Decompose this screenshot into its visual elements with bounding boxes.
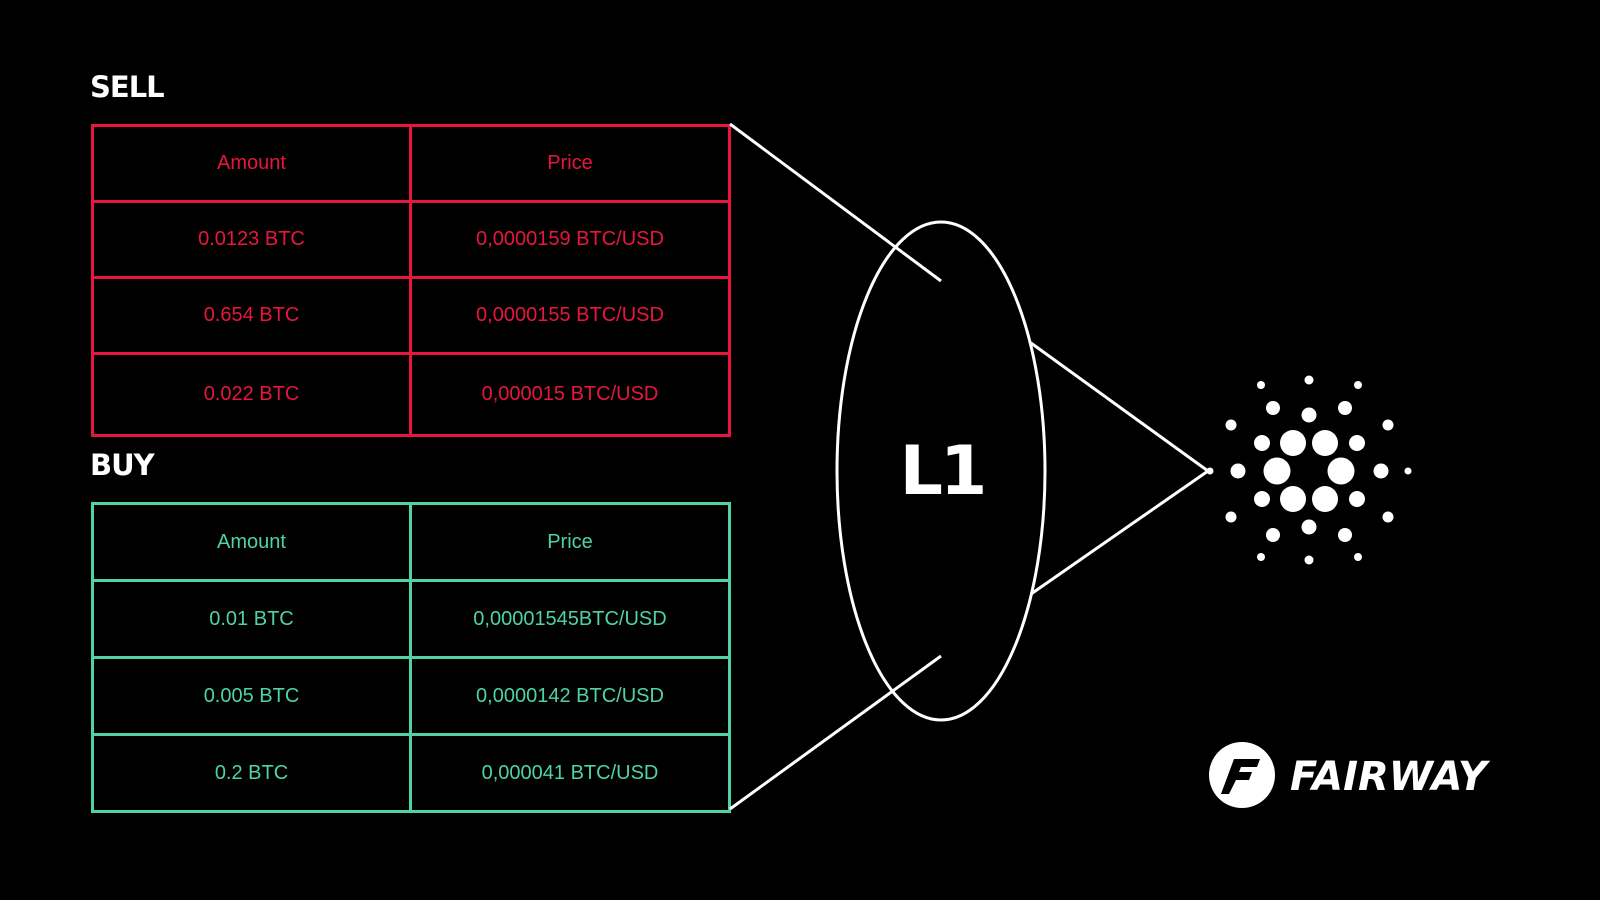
table-row: 0.022 BTC 0,000015 BTC/USD — [91, 352, 731, 437]
l1-lens — [835, 220, 1047, 722]
buy-order-table: Amount Price 0.01 BTC 0,00001545BTC/USD … — [91, 502, 731, 813]
table-row: 0.005 BTC 0,0000142 BTC/USD — [91, 656, 731, 736]
cone-line-bottom — [1030, 469, 1209, 596]
table-row: 0.2 BTC 0,000041 BTC/USD — [91, 733, 731, 813]
l1-label: L1 — [900, 432, 985, 511]
amount-cell: 0.01 BTC — [91, 579, 412, 659]
sell-title: SELL — [90, 70, 165, 104]
cardano-logo-icon — [1206, 375, 1412, 565]
price-cell: 0,0000155 BTC/USD — [409, 276, 731, 355]
buy-title: BUY — [90, 448, 155, 482]
table-header-row: Amount Price — [91, 124, 731, 203]
fairway-logo: FAIRWAY — [1209, 742, 1491, 808]
amount-cell: 0.654 BTC — [91, 276, 412, 355]
sell-order-table: Amount Price 0.0123 BTC 0,0000159 BTC/US… — [91, 124, 731, 437]
table-row: 0.654 BTC 0,0000155 BTC/USD — [91, 276, 731, 355]
funnel-line-bottom — [729, 654, 942, 811]
amount-cell: 0.005 BTC — [91, 656, 412, 736]
fairway-f-logo-icon — [1209, 742, 1275, 808]
amount-cell: 0.0123 BTC — [91, 200, 412, 279]
amount-header: Amount — [91, 502, 412, 582]
price-cell: 0,0000159 BTC/USD — [409, 200, 731, 279]
price-header: Price — [409, 124, 731, 203]
price-cell: 0,000041 BTC/USD — [409, 733, 731, 813]
funnel-line-top — [729, 122, 942, 283]
brand-name: FAIRWAY — [1290, 754, 1491, 800]
price-cell: 0,00001545BTC/USD — [409, 579, 731, 659]
amount-cell: 0.022 BTC — [91, 352, 412, 437]
price-header: Price — [409, 502, 731, 582]
cone-line-top — [1030, 341, 1209, 473]
table-row: 0.0123 BTC 0,0000159 BTC/USD — [91, 200, 731, 279]
price-cell: 0,000015 BTC/USD — [409, 352, 731, 437]
price-cell: 0,0000142 BTC/USD — [409, 656, 731, 736]
amount-header: Amount — [91, 124, 412, 203]
table-header-row: Amount Price — [91, 502, 731, 582]
table-row: 0.01 BTC 0,00001545BTC/USD — [91, 579, 731, 659]
amount-cell: 0.2 BTC — [91, 733, 412, 813]
